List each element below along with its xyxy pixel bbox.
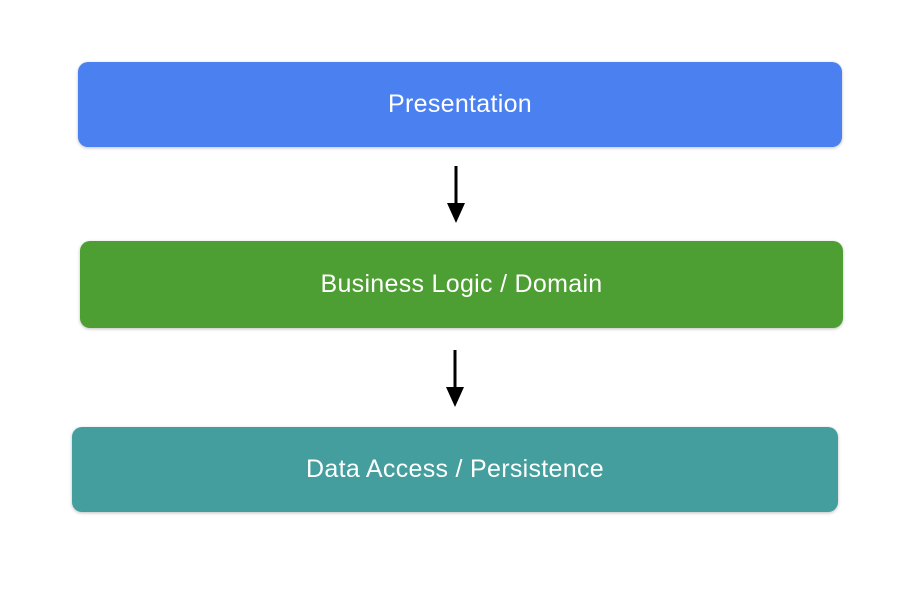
layer-box-presentation: Presentation [78, 62, 842, 147]
layer-label-presentation: Presentation [388, 90, 532, 118]
down-arrow-icon [446, 350, 464, 407]
arrow-head [447, 203, 465, 223]
layer-box-data-access: Data Access / Persistence [72, 427, 838, 512]
layer-label-business-logic: Business Logic / Domain [320, 270, 603, 298]
arrow-head [446, 387, 464, 407]
layer-label-data-access: Data Access / Persistence [306, 455, 604, 483]
layer-box-business-logic: Business Logic / Domain [80, 241, 843, 328]
down-arrow-icon [447, 166, 465, 223]
